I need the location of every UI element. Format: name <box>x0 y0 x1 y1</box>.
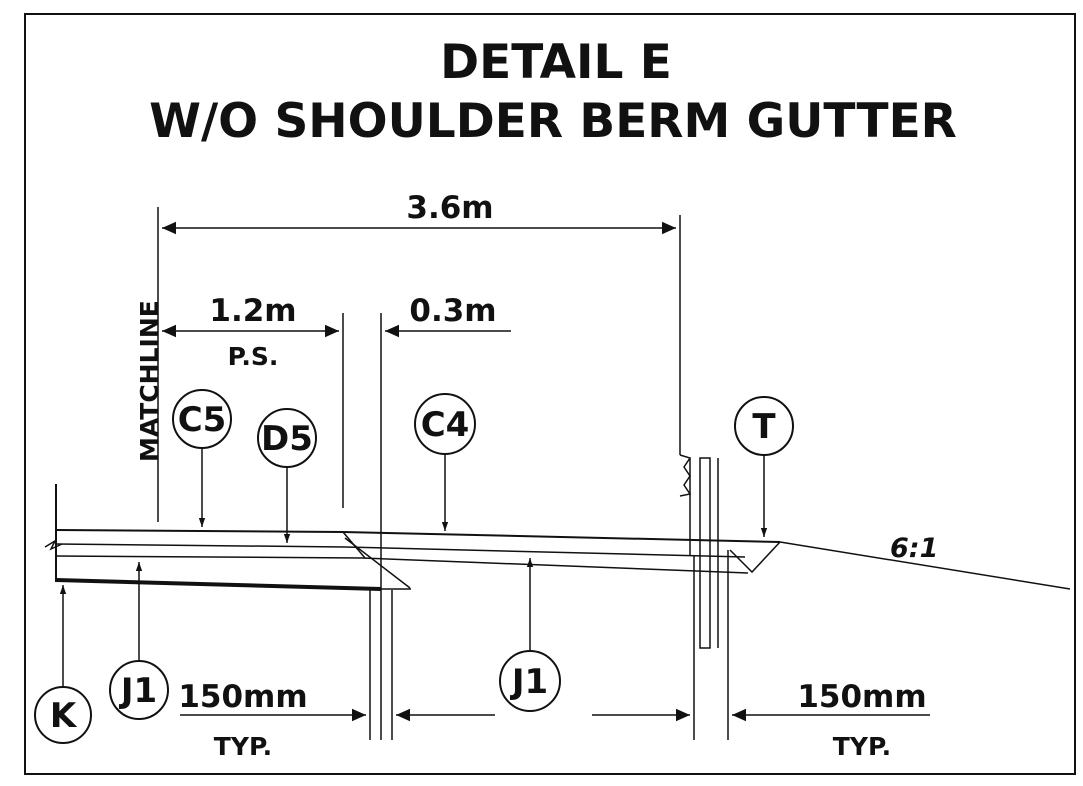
dimension-right-typ-note: TYP. <box>833 732 891 761</box>
shoulder-layer-line <box>55 543 346 548</box>
travel-lane-surface-line <box>342 531 781 543</box>
callout-c5-label: C5 <box>178 400 227 440</box>
callout-j1-center: J1 <box>499 558 561 712</box>
title-line-2: W/O SHOULDER BERM GUTTER <box>149 94 957 149</box>
callout-j1-left-label: J1 <box>119 671 157 711</box>
travel-lane-bottom-line <box>361 557 749 574</box>
callout-t: T <box>734 396 794 537</box>
shoulder-taper-inner <box>342 531 366 559</box>
guardrail-post <box>699 457 711 649</box>
callout-k-label: K <box>50 696 78 736</box>
dimension-offset: 0.3m <box>409 293 496 329</box>
side-slope-line <box>779 541 1071 590</box>
slope-label: 6:1 <box>890 533 938 564</box>
title-line-1: DETAIL E <box>440 35 672 90</box>
dimension-left-typ-value: 150mm <box>178 679 307 715</box>
callout-d5-label: D5 <box>261 419 313 459</box>
dimension-left-typ-note: TYP. <box>214 732 272 761</box>
callout-t-label: T <box>752 407 776 447</box>
drawing-border <box>24 13 1076 775</box>
callout-c4: C4 <box>414 393 476 531</box>
dimension-paved-shoulder-abbrev: P.S. <box>228 342 279 371</box>
shoulder-bottom-line <box>55 555 363 559</box>
base-course-line <box>55 578 382 591</box>
dimension-right-typ-value: 150mm <box>797 679 926 715</box>
dimension-overall: 3.6m <box>406 190 493 226</box>
gutter-edge <box>729 541 781 574</box>
break-symbol <box>44 539 63 551</box>
callout-k: K <box>34 585 92 744</box>
dimension-paved-shoulder: 1.2m <box>209 293 296 329</box>
callout-c4-label: C4 <box>421 405 470 445</box>
matchline-label: MATCHLINE <box>135 300 164 462</box>
callout-j1-center-label: J1 <box>510 662 548 702</box>
travel-lane-layer-line <box>344 546 746 558</box>
guardrail-rail <box>679 454 692 497</box>
callout-d5: D5 <box>257 408 317 543</box>
callout-c5: C5 <box>172 389 232 527</box>
shoulder-surface-line <box>55 529 344 533</box>
callout-j1-left: J1 <box>109 562 169 720</box>
